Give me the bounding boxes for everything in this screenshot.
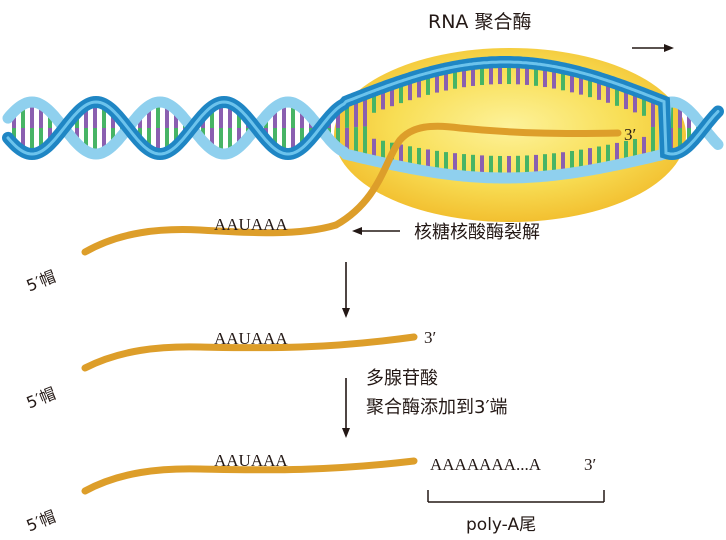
rna-strand-row2: [81, 333, 418, 372]
nascent-rna-strand: [332, 122, 622, 229]
down-arrow-icon: [342, 262, 350, 318]
rna-strand-row3: [81, 457, 418, 495]
rna-strand-row1: [81, 221, 340, 256]
five-prime-cap-row1: 5′帽: [24, 267, 59, 296]
nascent-rna-3prime-label: 3′: [624, 125, 636, 144]
rna-polymerase-label: RNA 聚合酶: [428, 11, 531, 33]
polya-tail-label: poly-A尾: [466, 515, 536, 535]
five-prime-cap-row2: 5′帽: [24, 384, 59, 413]
polya-tail-bracket: [427, 490, 605, 503]
down-arrow-icon: [342, 378, 350, 438]
left-arrow-icon: [352, 227, 400, 235]
dna-front-strand-highlight: [6, 60, 720, 156]
three-prime-end-row3: 3′: [584, 455, 596, 474]
right-arrow-icon: [632, 44, 674, 52]
aauaaa-signal-row1: AAUAAA: [214, 215, 288, 234]
aauaaa-signal-row2: AAUAAA: [214, 329, 288, 348]
nuclease-cleavage-label: 核糖核酸酶裂解: [414, 222, 540, 243]
three-prime-end-row2: 3′: [424, 328, 436, 347]
polya-polymerase-label-line1: 多腺苷酸: [366, 368, 438, 389]
polya-polymerase-label-line2: 聚合酶添加到3′端: [366, 397, 508, 418]
five-prime-cap-row3: 5′帽: [24, 507, 59, 536]
polya-sequence: AAAAAAA...A: [430, 455, 542, 474]
dna-double-helix: [2, 56, 724, 184]
aauaaa-signal-row3: AAUAAA: [214, 451, 288, 470]
